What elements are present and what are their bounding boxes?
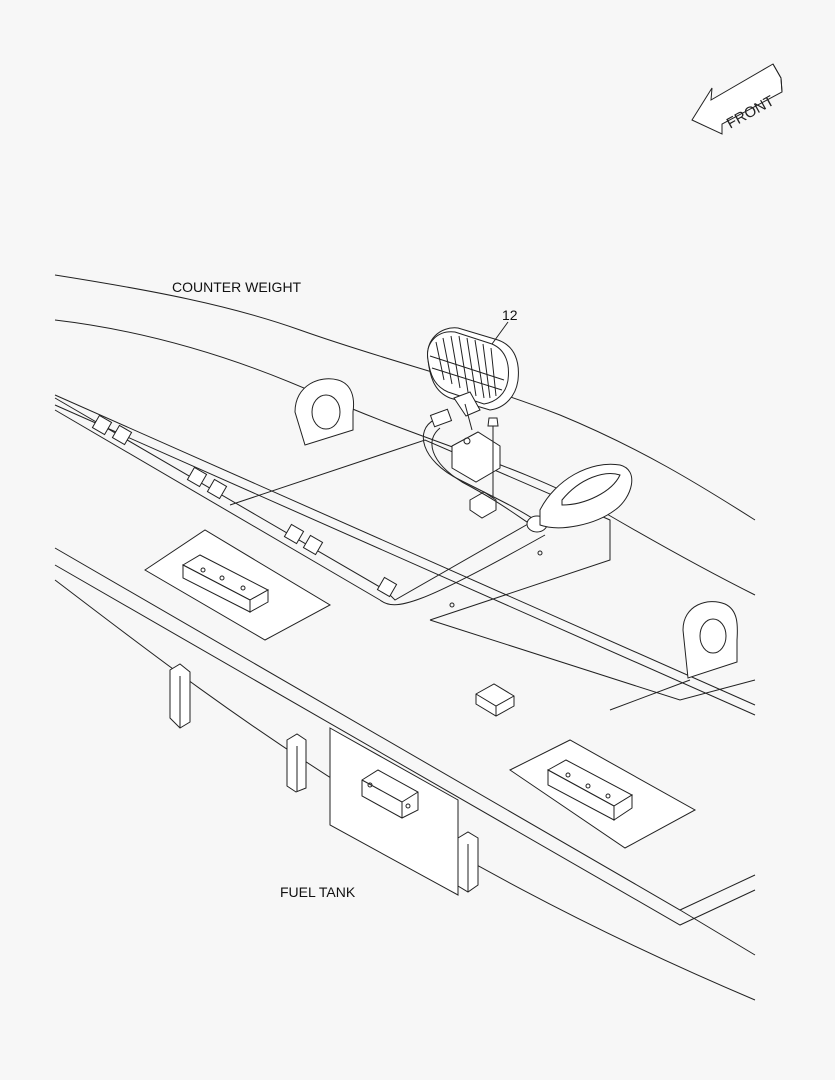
fuel-tank-label: FUEL TANK: [280, 884, 356, 900]
front-arrow: FRONT: [691, 63, 783, 135]
fuel-tank-plate: [329, 727, 459, 896]
counter-weight: [54, 274, 756, 716]
clamp-group-4: [376, 576, 398, 598]
lifting-eye-left: [294, 378, 355, 446]
clamp-group-3: [283, 523, 324, 556]
light-harness: [422, 408, 548, 533]
harness-rail: [54, 397, 546, 606]
pad-left: [144, 529, 332, 641]
clamp-group-2: [186, 466, 228, 500]
counter-weight-label: COUNTER WEIGHT: [172, 279, 302, 295]
mount-bracket: [451, 417, 501, 519]
cable-boot: [539, 463, 633, 529]
work-light-callout-number: 12: [502, 307, 518, 323]
spacer-blocks: [169, 663, 515, 893]
fuel-tank: [54, 547, 756, 1001]
pad-right: [509, 739, 697, 849]
clamp-group-1: [91, 414, 133, 446]
lifting-eye-right: [682, 601, 738, 679]
work-light: [427, 321, 519, 431]
rivets: [449, 550, 543, 608]
